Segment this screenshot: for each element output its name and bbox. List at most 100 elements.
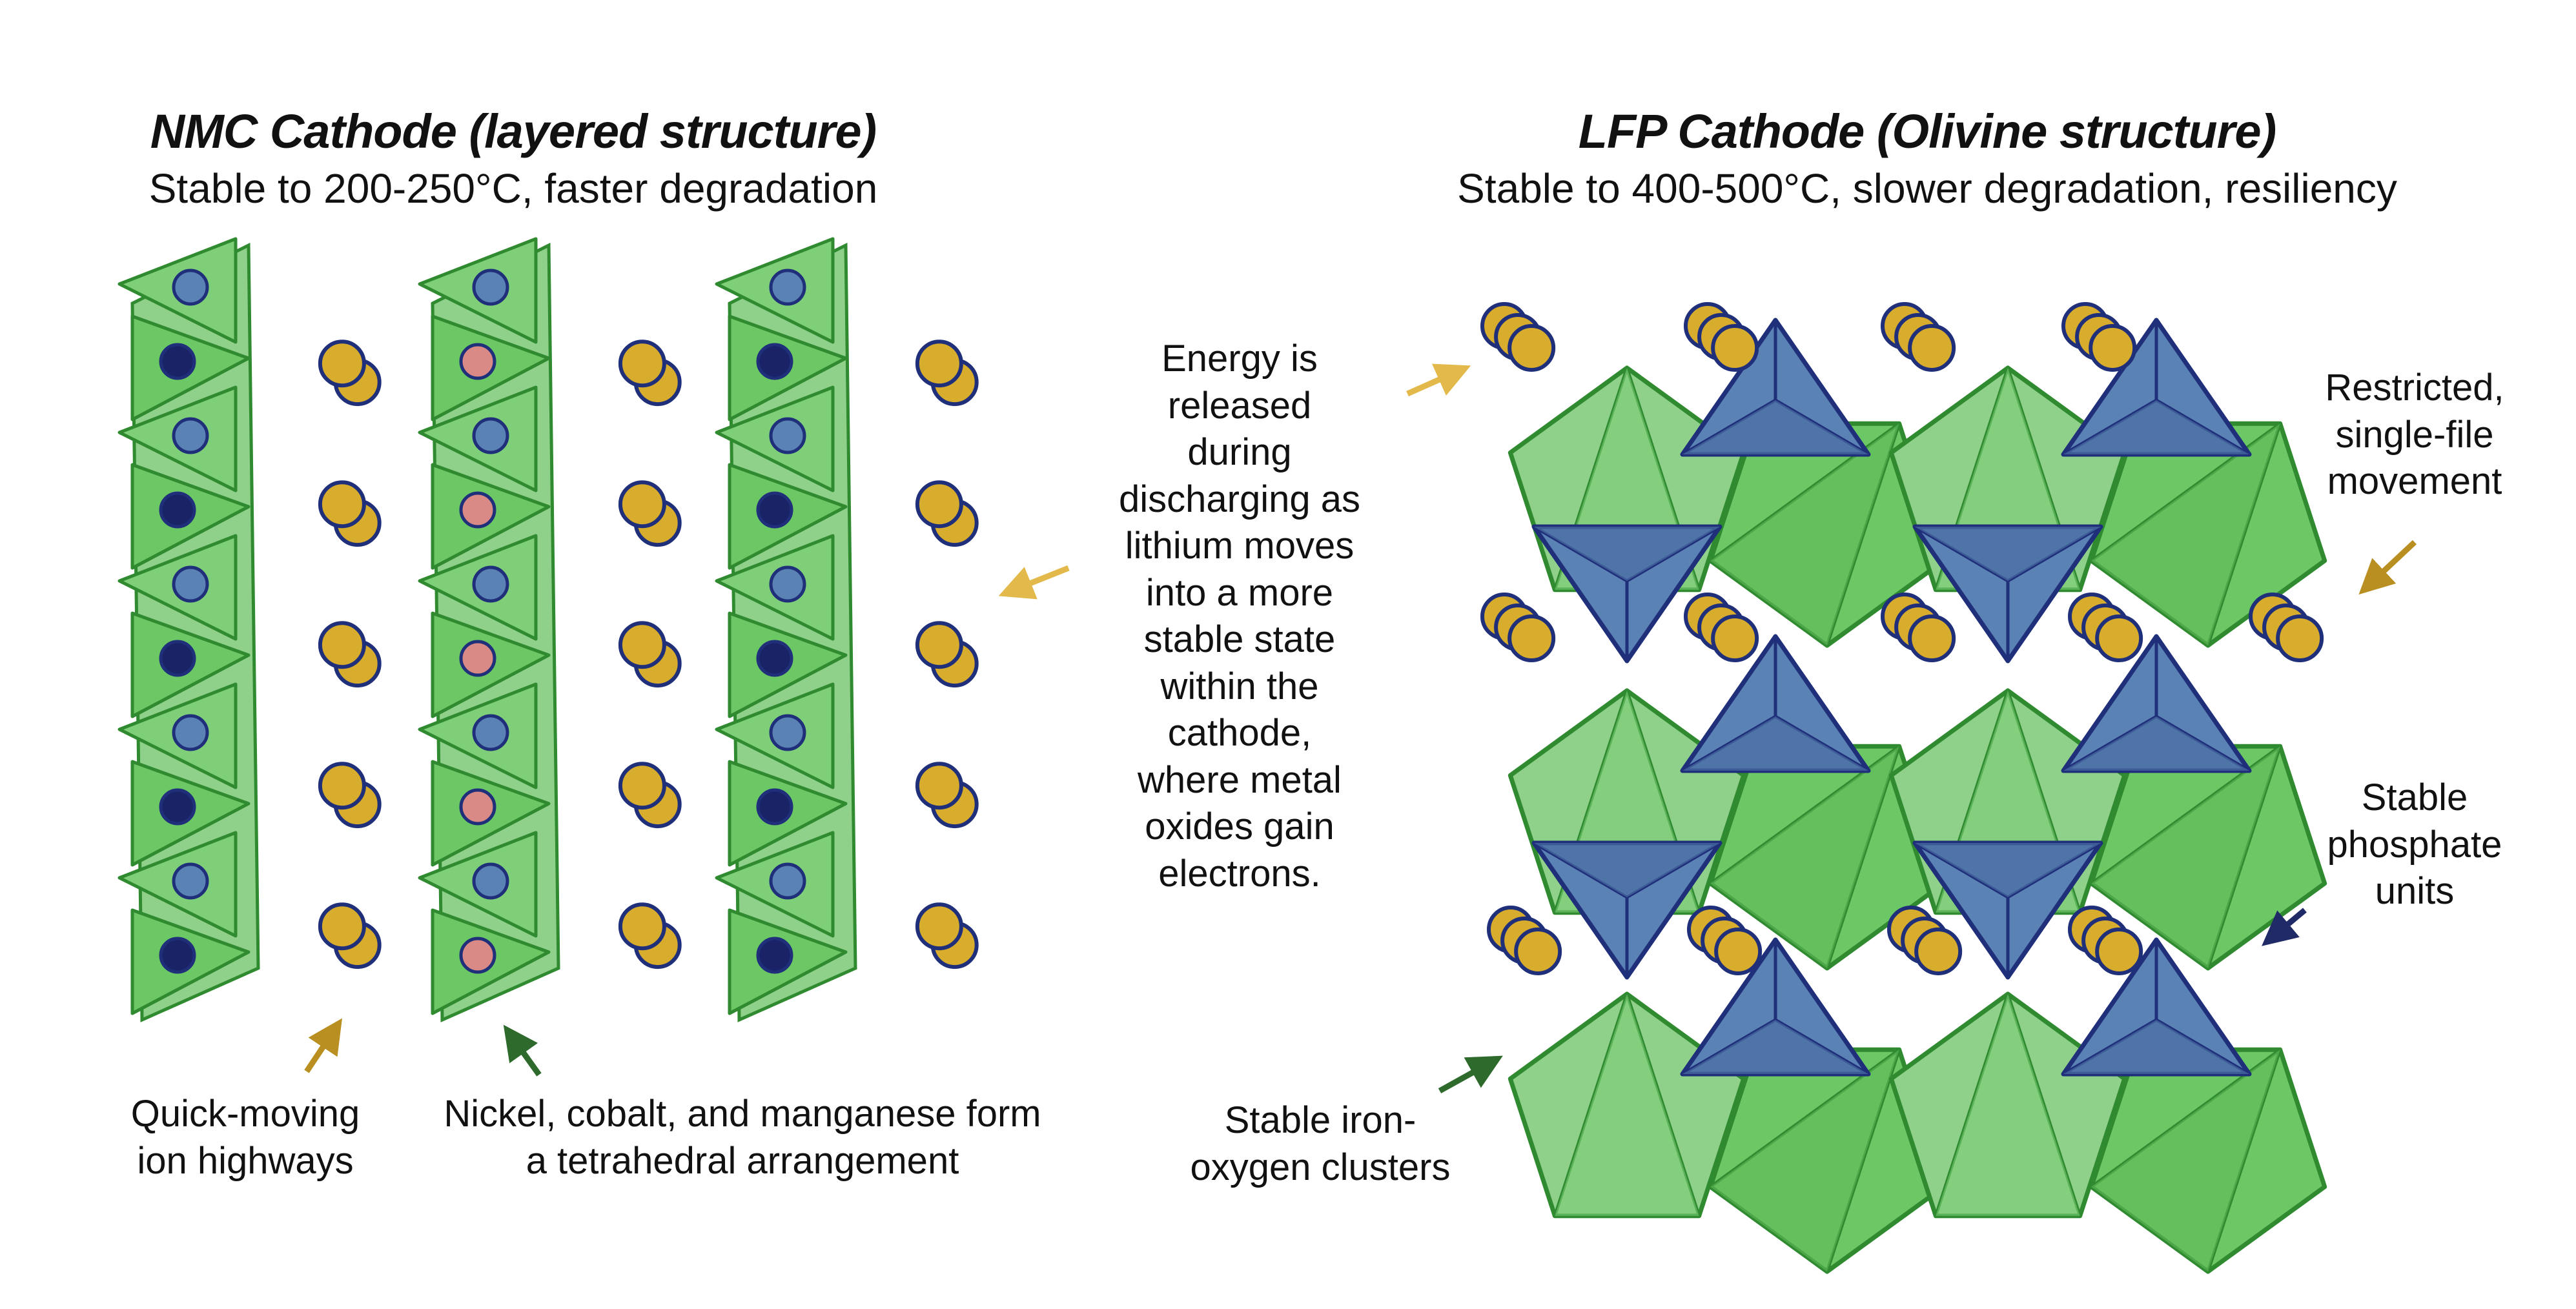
label-line: within the bbox=[1160, 665, 1319, 707]
lithium-ion-icon bbox=[1684, 593, 1759, 662]
label-line: cathode, bbox=[1167, 712, 1312, 754]
transition-metal-icon bbox=[769, 417, 806, 454]
transition-metal-icon bbox=[172, 269, 209, 306]
phosphate-facet bbox=[1534, 843, 1720, 897]
lithium-ion-circle bbox=[618, 340, 666, 388]
label-line: single-file bbox=[2335, 413, 2494, 456]
nmc-subtitle: Stable to 200-250°C, faster degradation bbox=[148, 165, 878, 212]
nmc-tetrahedral-column bbox=[118, 237, 382, 1022]
transition-metal-icon bbox=[172, 862, 209, 900]
phosphate-tetrahedron-icon bbox=[2061, 318, 2252, 457]
octahedron-facet bbox=[1710, 1050, 1899, 1272]
iron-oxygen-clusters-label: Stable iron-oxygen clusters bbox=[1156, 1097, 1485, 1191]
lithium-ion-circle bbox=[2089, 324, 2137, 372]
lithium-ion-circle bbox=[318, 762, 366, 810]
lithium-ion-circle bbox=[915, 340, 963, 388]
lithium-ion-icon bbox=[2068, 906, 2143, 975]
transition-metal-icon bbox=[769, 714, 806, 751]
phosphate-facet bbox=[2063, 400, 2249, 454]
transition-metal-icon bbox=[459, 788, 496, 826]
lithium-ion-icon bbox=[618, 902, 682, 969]
octahedron-icon bbox=[1508, 991, 1746, 1219]
lithium-ion-icon bbox=[1684, 302, 1759, 372]
lithium-ion-icon bbox=[915, 902, 979, 969]
transition-metal-icon bbox=[756, 788, 793, 826]
transition-metal-icon bbox=[756, 343, 793, 380]
lithium-ion-circle bbox=[318, 902, 366, 951]
octahedron-facet bbox=[1555, 994, 1699, 1216]
lithium-ion-icon bbox=[915, 480, 979, 547]
phosphate-tetrahedron-icon bbox=[1912, 524, 2103, 664]
lithium-ion-circle bbox=[618, 762, 666, 810]
transition-metal-icon bbox=[472, 862, 509, 900]
lithium-ion-circle bbox=[318, 340, 366, 388]
transition-metal-icon bbox=[756, 937, 793, 974]
arrow-icon bbox=[1438, 1055, 1503, 1093]
transition-metal-icon bbox=[769, 269, 806, 306]
lithium-ion-circle bbox=[618, 480, 666, 529]
label-line: units bbox=[2375, 870, 2455, 912]
octahedron-facet bbox=[2091, 1050, 2280, 1272]
arrow-icon bbox=[2358, 540, 2417, 595]
arrow-icon bbox=[2262, 908, 2307, 946]
label-line: discharging as bbox=[1119, 478, 1360, 520]
label-line: oxides gain bbox=[1145, 806, 1334, 847]
lithium-ion-icon bbox=[915, 621, 979, 688]
label-line: released bbox=[1167, 384, 1312, 427]
lithium-ion-icon bbox=[2068, 593, 2143, 662]
lithium-ion-icon bbox=[618, 621, 682, 688]
phosphate-facet bbox=[1915, 843, 2101, 897]
lithium-ion-circle bbox=[618, 621, 666, 669]
lithium-ion-icon bbox=[618, 762, 682, 829]
arrow-icon bbox=[1406, 363, 1471, 397]
lithium-ion-circle bbox=[1514, 928, 1562, 975]
transition-metal-icon bbox=[172, 714, 209, 751]
label-line: Energy is bbox=[1161, 338, 1318, 380]
transition-metal-icon bbox=[472, 565, 509, 603]
label-line: Quick-moving bbox=[130, 1093, 360, 1135]
transition-metal-icon bbox=[756, 491, 793, 529]
transition-metal-icon bbox=[459, 937, 496, 974]
transition-metal-icon bbox=[159, 491, 196, 529]
lithium-ion-icon bbox=[2061, 302, 2137, 372]
label-line: into a more bbox=[1145, 571, 1334, 614]
lithium-ion-circle bbox=[1711, 614, 1759, 662]
phosphate-facet bbox=[2063, 1020, 2249, 1074]
octahedron-icon bbox=[2089, 1047, 2327, 1274]
transition-metal-icon bbox=[159, 788, 196, 826]
phosphate-tetrahedron-icon bbox=[1531, 524, 1722, 664]
phosphate-tetrahedron-icon bbox=[1680, 318, 1871, 457]
lithium-ion-icon bbox=[318, 621, 382, 688]
lithium-ion-circle bbox=[318, 480, 366, 529]
transition-metal-icon bbox=[769, 862, 806, 900]
phosphate-facet bbox=[1915, 527, 2101, 581]
arrow-icon bbox=[304, 1018, 342, 1073]
lfp-olivine-structure bbox=[1480, 302, 2327, 1274]
nmc-tetrahedral-column bbox=[715, 237, 979, 1022]
phosphate-tetrahedron-icon bbox=[1680, 634, 1871, 773]
lithium-ion-icon bbox=[1887, 906, 1963, 975]
lithium-ion-circle bbox=[2095, 928, 2143, 975]
lithium-ion-icon bbox=[1487, 906, 1562, 975]
transition-metal-icon bbox=[159, 937, 196, 974]
lfp-subtitle: Stable to 400-500°C, slower degradation,… bbox=[1457, 165, 2397, 212]
transition-metal-icon bbox=[459, 491, 496, 529]
phosphate-tetrahedron-icon bbox=[2061, 937, 2252, 1077]
lithium-ion-circle bbox=[1714, 928, 1763, 975]
transition-metal-icon bbox=[172, 417, 209, 454]
lithium-ion-icon bbox=[1687, 906, 1763, 975]
lithium-ion-circle bbox=[318, 621, 366, 669]
lithium-ion-icon bbox=[1480, 593, 1556, 662]
transition-metal-icon bbox=[459, 343, 496, 380]
phosphate-tetrahedron-icon bbox=[1531, 840, 1722, 980]
label-line: a tetrahedral arrangement bbox=[526, 1139, 959, 1182]
nmc-tetrahedral-column bbox=[418, 237, 682, 1022]
lithium-ion-circle bbox=[618, 902, 666, 951]
annotation-arrows bbox=[304, 363, 2417, 1093]
octahedron-facet bbox=[2091, 746, 2280, 968]
lithium-ion-icon bbox=[915, 762, 979, 829]
